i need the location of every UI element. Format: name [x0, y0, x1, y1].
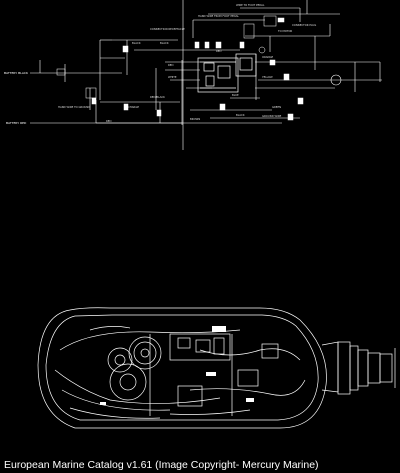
black-label-3: BLACK: [236, 113, 245, 117]
image-caption: European Marine Catalog v1.61 (Image Cop…: [4, 459, 319, 471]
wiring-schematic: BATTERY BLACK BATTERY RED HAND WIRE TO G…: [4, 0, 382, 150]
orange-label: ORANGE: [262, 55, 273, 59]
gear-icon: [128, 336, 162, 370]
green-label: GREEN: [272, 105, 281, 109]
charge-label: CHARGE: [128, 105, 139, 109]
motor-head-assembly-drawing: [37, 307, 396, 429]
battery-red-label: BATTERY RED: [6, 121, 27, 125]
to-motor-label: TO MOTOR: [278, 29, 292, 33]
hand-wire-to-ground-label: HAND WIRE TO GROUND: [58, 105, 90, 109]
yellow-label: YELLOW: [262, 75, 273, 79]
connector-plug-label: CONNECTOR PLUG: [292, 23, 316, 27]
blue-label: BLUE: [232, 93, 239, 97]
control-board-icon: [169, 333, 231, 361]
brown-label: BROWN: [190, 117, 200, 121]
connector-plug-icon: [258, 46, 266, 54]
battery-black-label: BATTERY BLACK: [4, 71, 29, 75]
connector-blocks: [56, 15, 304, 121]
red-label: RED: [168, 63, 173, 67]
white-label: WHITE: [168, 75, 177, 79]
red-label-3: RED: [216, 49, 221, 53]
wire-to-foot-pedal-label: WIRE TO FOOT PEDAL: [236, 3, 265, 7]
ground-wire-label: GROUND WIRE: [262, 114, 282, 118]
hand-wire-to-foot-pedal-label: HAND WIRE FROM FOOT PEDAL: [198, 14, 239, 18]
connection-receptacle-label: CONNECTION RECEPTACLE: [150, 27, 185, 31]
motor-icon: [330, 74, 342, 86]
red-label-2: RED: [106, 119, 111, 123]
red-black-label: RED/BLACK: [150, 95, 165, 99]
black-label-2: BLACK: [160, 41, 169, 45]
circuit-board-icon: [197, 53, 257, 93]
black-label: BLACK: [132, 41, 141, 45]
